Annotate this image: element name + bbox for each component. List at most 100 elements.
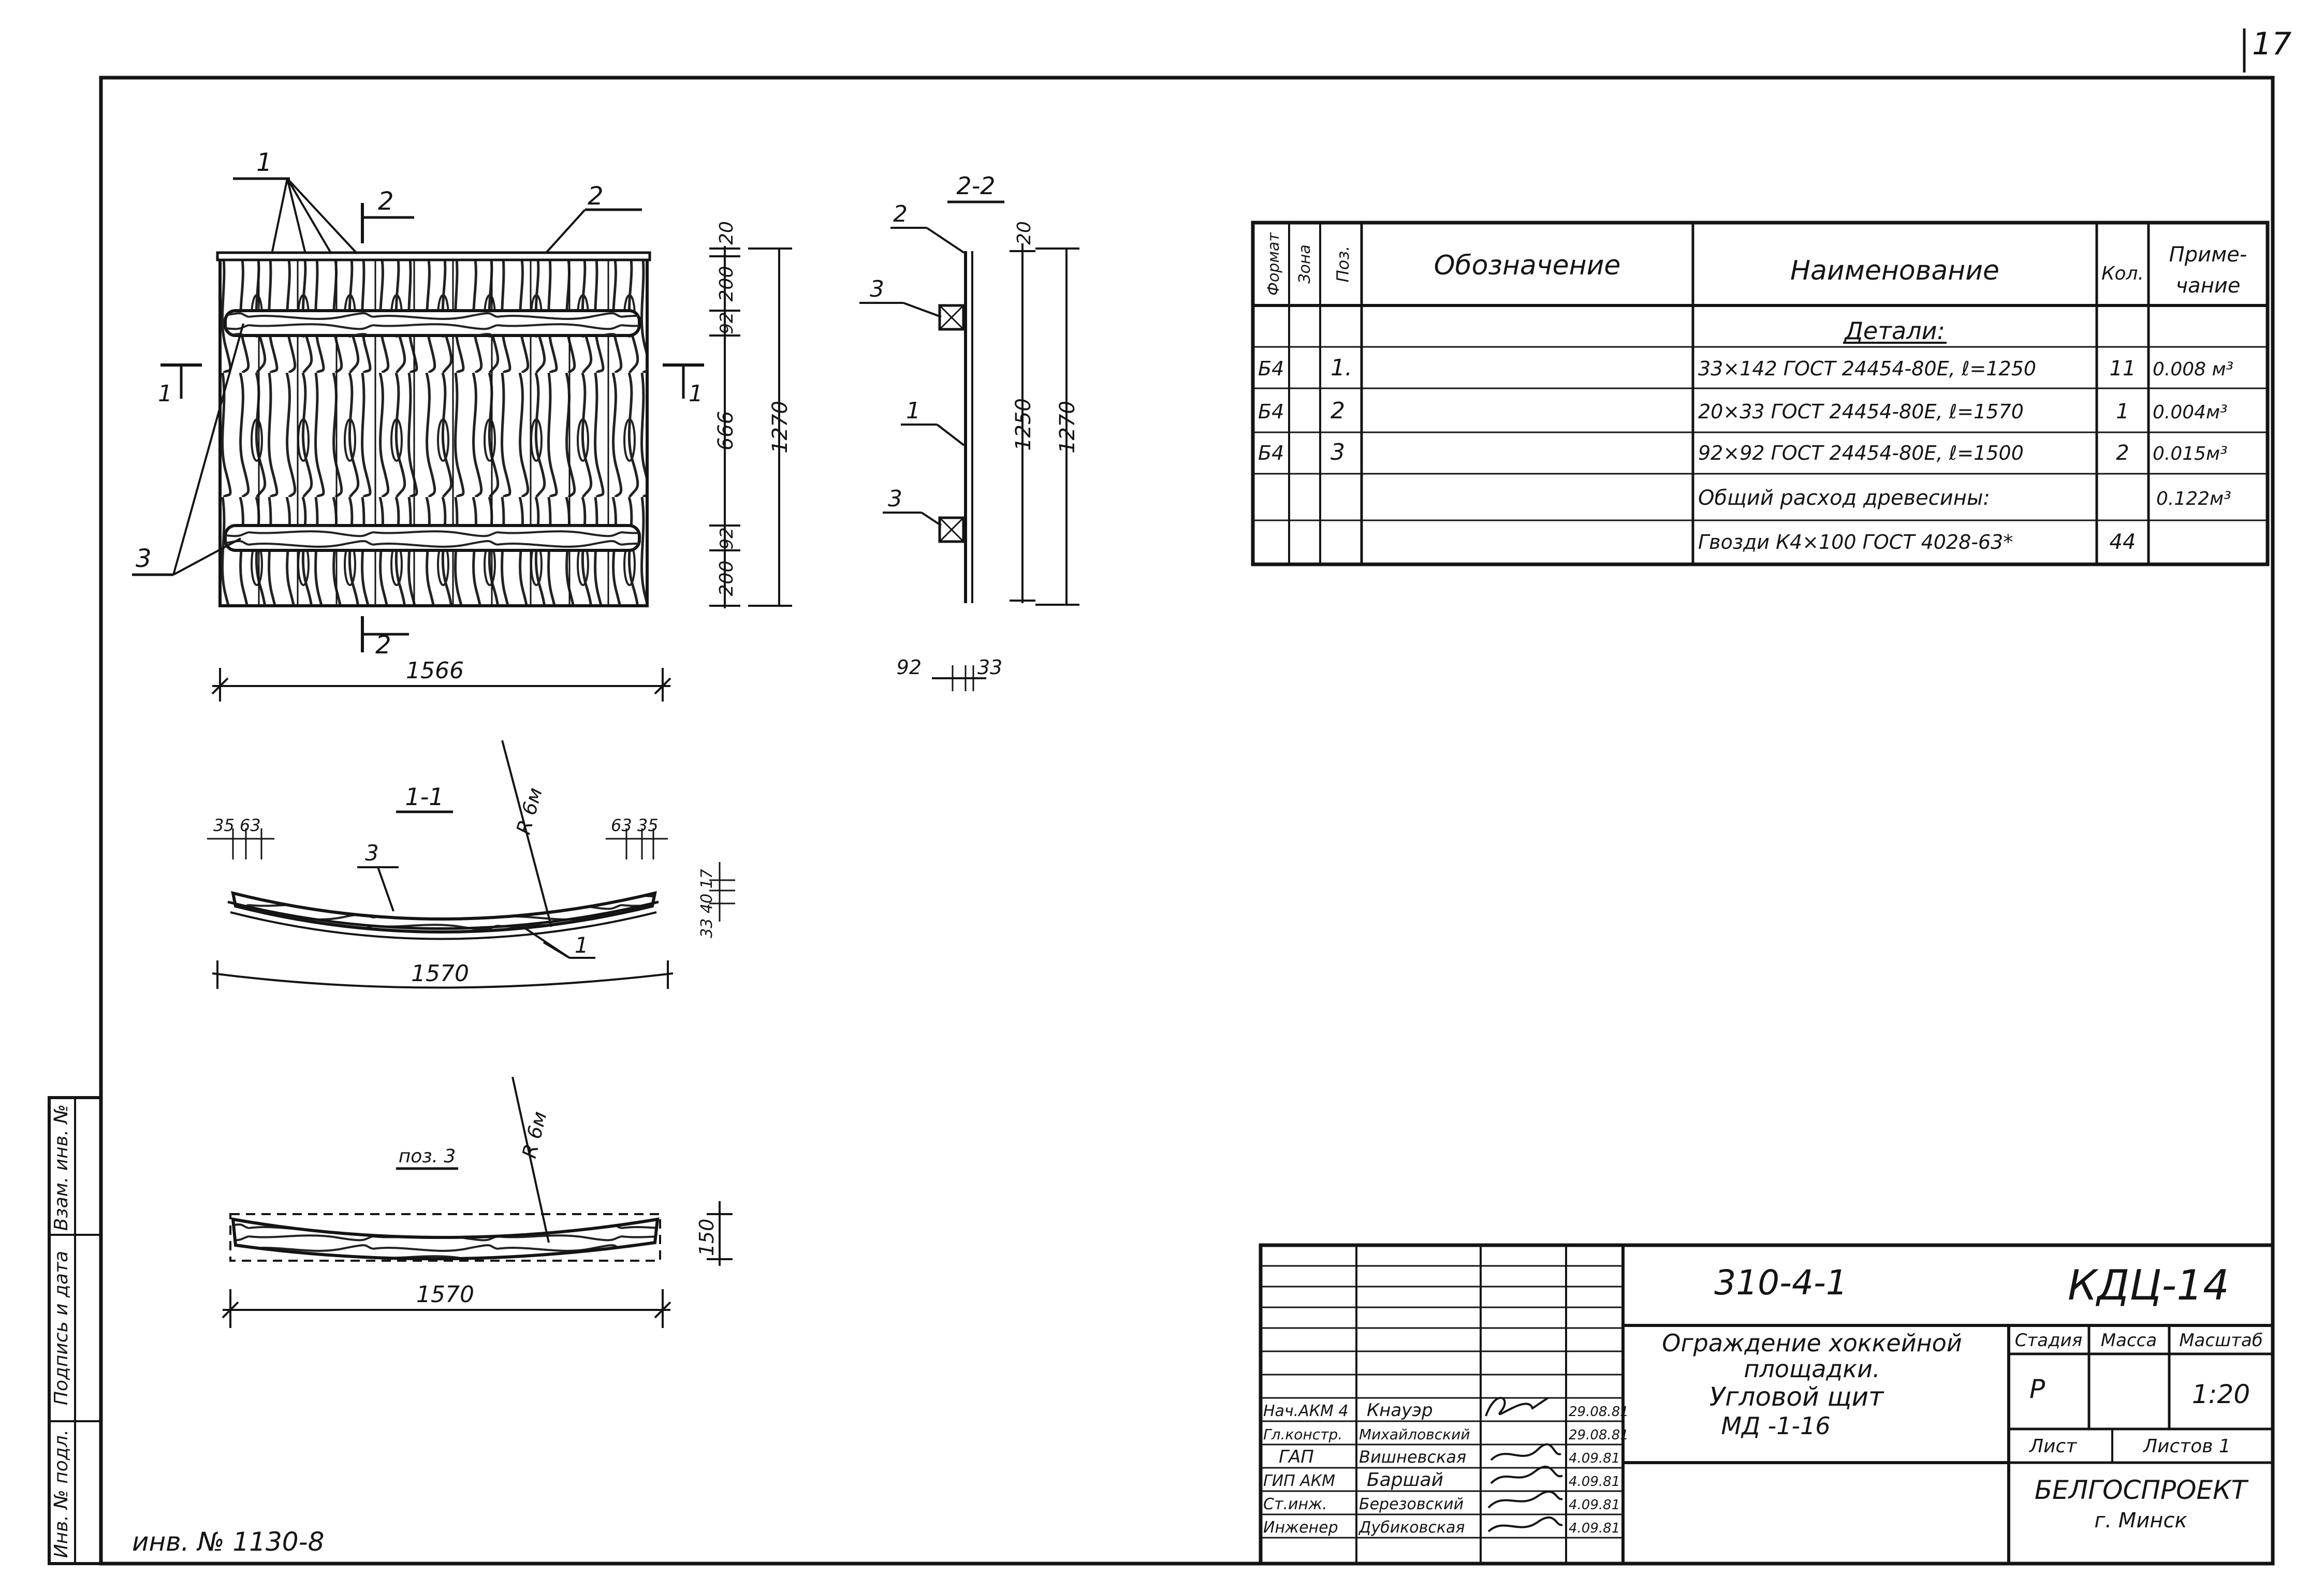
plan-callout-1: 1 xyxy=(256,148,272,177)
drawing-code: КДЦ-14 xyxy=(2068,1261,2229,1309)
title-block: Нач.АКМ 4 Кнауэр 29.08.81 Гл.констр. Мих… xyxy=(1259,1243,2275,1566)
spec-table: Формат Зона Поз. Обозначение Наименовани… xyxy=(1251,221,2270,566)
header-qty: Кол. xyxy=(2101,263,2144,284)
plan-width-dim: 1566 xyxy=(406,658,464,684)
sig5-role: Ст.инж. xyxy=(1263,1495,1327,1513)
header-note-line2: чание xyxy=(2176,274,2241,298)
vdim-666: 666 xyxy=(714,411,738,450)
sig6-date: 4.09.81 xyxy=(1569,1521,1620,1536)
row2-note: 0.004м³ xyxy=(2153,402,2228,423)
row3-note: 0.015м³ xyxy=(2153,443,2228,464)
pos3-envelope xyxy=(229,1213,661,1262)
inventory-number: инв. № 1130-8 xyxy=(132,1527,324,1557)
header-zone: Зона xyxy=(1296,244,1314,284)
sheets-label: Листов 1 xyxy=(2142,1436,2231,1457)
side-stamp-sign: Подпись и дата xyxy=(51,1251,72,1405)
row1-format: Б4 xyxy=(1258,357,1284,380)
s22-dim-1270: 1270 xyxy=(1056,401,1079,454)
header-designation: Обозначение xyxy=(1434,250,1621,281)
row5-name: Гвозди К4×100 ГОСТ 4028-63* xyxy=(1698,531,2013,553)
vdim-92-bottom: 92 xyxy=(717,527,737,549)
side-stamp: Инв. № подл. Подпись и дата Взам. инв. № xyxy=(48,1096,103,1565)
section-2-2-title: 2-2 xyxy=(956,172,995,200)
plan-callout-3: 3 xyxy=(136,544,152,573)
spec-table-frame xyxy=(1251,221,2270,566)
row3-pos: 3 xyxy=(1331,439,1345,465)
s11-chord: 1570 xyxy=(411,960,469,987)
sig2-role: Гл.констр. xyxy=(1263,1426,1342,1443)
s22-dim-1250: 1250 xyxy=(1012,398,1035,451)
sig3-date: 4.09.81 xyxy=(1569,1451,1620,1466)
sig5-name: Березовский xyxy=(1359,1495,1464,1513)
sig6-role: Инженер xyxy=(1263,1519,1338,1537)
title-line-1: Ограждение хоккейной xyxy=(1662,1329,1962,1357)
pos3-height: 150 xyxy=(695,1219,718,1257)
row1-pos: 1. xyxy=(1331,355,1352,381)
pos3-curved-batten xyxy=(231,1217,660,1261)
row3-format: Б4 xyxy=(1258,442,1284,464)
sheet-label: Лист xyxy=(2028,1436,2077,1457)
row1-note: 0.008 м³ xyxy=(2153,359,2233,380)
vdim-200-bottom: 200 xyxy=(716,561,737,596)
s11-radius: R 6м xyxy=(512,785,547,837)
sig3-role: ГАП xyxy=(1279,1447,1314,1467)
vdim-92-top: 92 xyxy=(717,312,737,334)
sig2-name: Михайловский xyxy=(1359,1426,1470,1443)
page-number: 17 xyxy=(2252,26,2291,62)
stage-label: Стадия xyxy=(2015,1330,2082,1351)
org-city: г. Минск xyxy=(2094,1509,2187,1533)
sig6-name: Дубиковская xyxy=(1358,1519,1465,1537)
s22-callout-2: 2 xyxy=(893,201,908,227)
s22-dim-33: 33 xyxy=(977,656,1002,679)
s11-dims-right: 63 35 xyxy=(611,815,659,835)
section-1-1: 1-1 R 6м 3 1 35 63 63 35 33 40 17 xyxy=(207,740,735,989)
row3-qty: 2 xyxy=(2116,441,2129,465)
sig4-name: Баршай xyxy=(1367,1469,1443,1491)
project-code: 310-4-1 xyxy=(1714,1263,1848,1303)
row3-name: 92×92 ГОСТ 24454-80Е, ℓ=1500 xyxy=(1698,442,2024,464)
wall-panel xyxy=(218,255,649,607)
pos3-title: поз. 3 xyxy=(399,1146,456,1167)
s22-dim-20: 20 xyxy=(1014,221,1035,245)
sig4-role: ГИП АКМ xyxy=(1263,1472,1335,1490)
s22-callout-3b: 3 xyxy=(888,486,902,512)
row5-qty: 44 xyxy=(2110,530,2136,554)
plan-view: 1 2 3 2 2 1 1 1566 xyxy=(132,148,792,702)
signature-mark-2 xyxy=(1490,1443,1561,1461)
row4-name: Общий расход древесины: xyxy=(1698,486,1990,510)
header-format: Формат xyxy=(1265,232,1283,296)
section-2-2: 2-2 2 3 1 3 20 1250 1270 xyxy=(859,172,1079,691)
signature-mark-1 xyxy=(1485,1397,1549,1417)
signature-mark-4 xyxy=(1487,1491,1563,1509)
mass-label: Масса xyxy=(2101,1330,2157,1351)
s22-callout-3a: 3 xyxy=(870,276,884,302)
title-line-4: МД -1-16 xyxy=(1721,1412,1830,1440)
title-line-3: Угловой щит xyxy=(1709,1382,1884,1412)
pos-3-view: поз. 3 R 6м 150 1570 xyxy=(222,1076,733,1328)
plan-callout-2: 2 xyxy=(588,182,604,211)
header-pos: Поз. xyxy=(1333,246,1353,283)
title-block-frame xyxy=(1259,1243,2275,1566)
row2-name: 20×33 ГОСТ 24454-80Е, ℓ=1570 xyxy=(1698,400,2024,423)
row2-qty: 1 xyxy=(2116,400,2129,424)
row2-format: Б4 xyxy=(1258,400,1284,423)
s11-callout-1: 1 xyxy=(575,932,589,958)
header-note: Приме- xyxy=(2169,243,2247,267)
section-mark-2-top: 2 xyxy=(378,187,394,216)
vdim-200-top: 200 xyxy=(716,266,737,302)
sig1-date: 29.08.81 xyxy=(1569,1404,1629,1420)
s11-dims-left: 35 63 xyxy=(213,815,261,835)
drawing-frame xyxy=(99,76,2275,1566)
section-1-1-title: 1-1 xyxy=(405,783,444,811)
s11-callout-3: 3 xyxy=(365,840,379,866)
side-stamp-replace: Взам. инв. № xyxy=(51,1104,72,1231)
scale-value: 1:20 xyxy=(2192,1379,2250,1409)
sig5-date: 4.09.81 xyxy=(1569,1497,1620,1513)
signature-mark-3 xyxy=(1490,1465,1563,1484)
vdim-1270: 1270 xyxy=(768,401,792,454)
section-mark-1-right: 1 xyxy=(689,381,703,407)
pos3-radius: R 6м xyxy=(518,1109,551,1160)
row2-pos: 2 xyxy=(1331,398,1345,424)
sig4-date: 4.09.81 xyxy=(1569,1474,1620,1490)
org-name: БЕЛГОСПРОЕКТ xyxy=(2035,1475,2249,1505)
